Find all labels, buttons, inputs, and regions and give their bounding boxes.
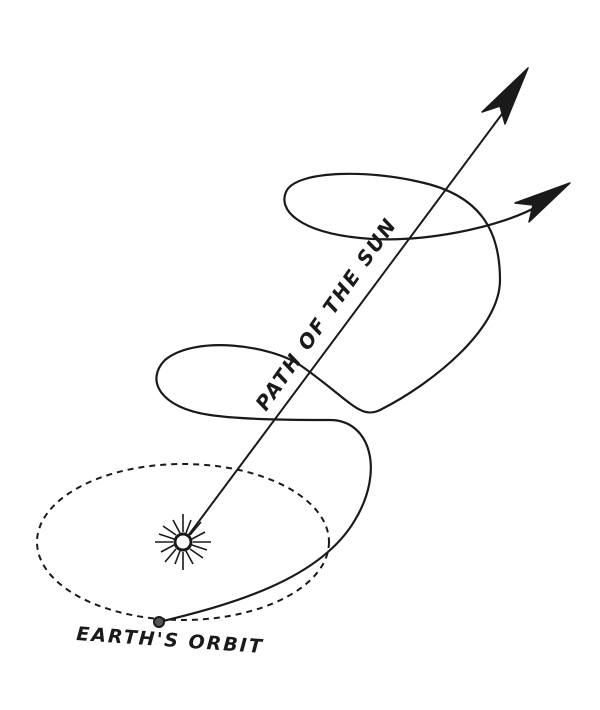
sun-path-arrowhead bbox=[481, 67, 529, 125]
earth-orbit-ellipse bbox=[36, 463, 330, 621]
earth-helical-path bbox=[155, 172, 542, 624]
sun-icon bbox=[155, 514, 211, 570]
earth-dot bbox=[153, 616, 165, 628]
earth-path-arrowhead bbox=[514, 182, 571, 223]
sun-path-line bbox=[184, 109, 506, 541]
earth-orbit-label: EARTH'S ORBIT bbox=[76, 623, 265, 658]
